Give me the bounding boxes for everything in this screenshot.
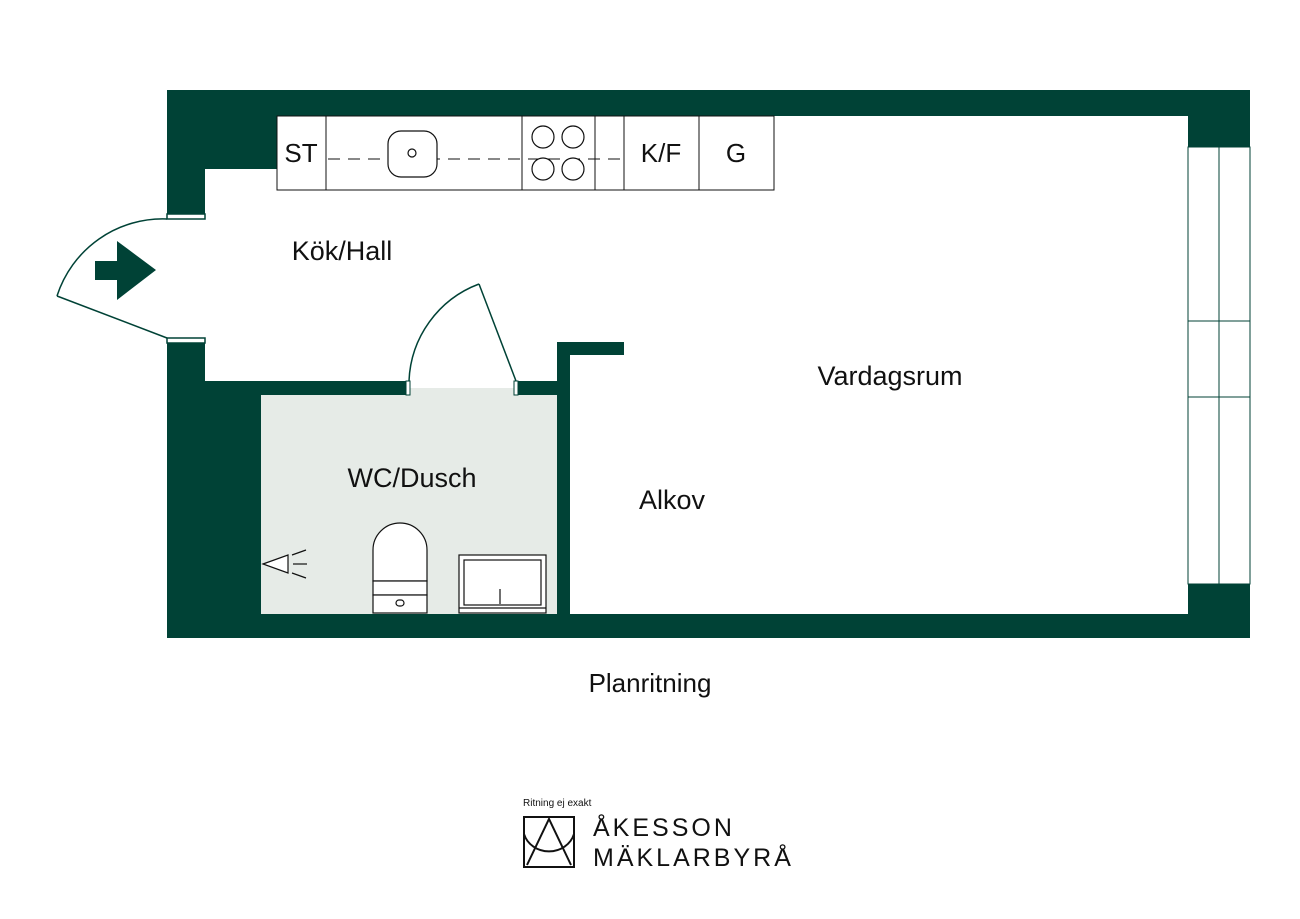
bathroom-doorway-floor	[409, 388, 516, 395]
bathroom-door-leaf	[478, 283, 517, 382]
sink-icon	[387, 130, 438, 178]
washbasin-icon	[458, 554, 547, 614]
entrance-door-leaf	[56, 295, 168, 339]
plan-caption: Planritning	[589, 668, 712, 698]
entrance-door-swing	[56, 218, 168, 297]
wardrobe-label: G	[726, 138, 746, 168]
stove-hob-icon	[531, 125, 585, 181]
room-label-kitchen-hall: Kök/Hall	[292, 236, 393, 266]
entrance-arrow-icon	[95, 241, 156, 300]
toilet-icon	[372, 522, 428, 614]
room-label-living-room: Vardagsrum	[817, 361, 962, 391]
disclaimer-note: Ritning ej exakt	[523, 798, 592, 809]
bathroom-door-swing	[408, 283, 480, 382]
brand-name-line2: MÄKLARBYRÅ	[593, 842, 794, 872]
kitchen-corner-wall	[205, 116, 277, 169]
brand-name-line1: ÅKESSON	[593, 812, 735, 842]
entrance-opening	[167, 218, 205, 340]
kitchen-counter	[276, 115, 775, 191]
room-label-bathroom: WC/Dusch	[347, 463, 476, 493]
stove-cabinet-label: ST	[284, 138, 317, 168]
brand-logo-icon	[523, 816, 575, 868]
fridge-freezer-label: K/F	[641, 138, 681, 168]
room-label-alcove: Alkov	[639, 485, 706, 515]
shower-icon	[261, 549, 307, 579]
